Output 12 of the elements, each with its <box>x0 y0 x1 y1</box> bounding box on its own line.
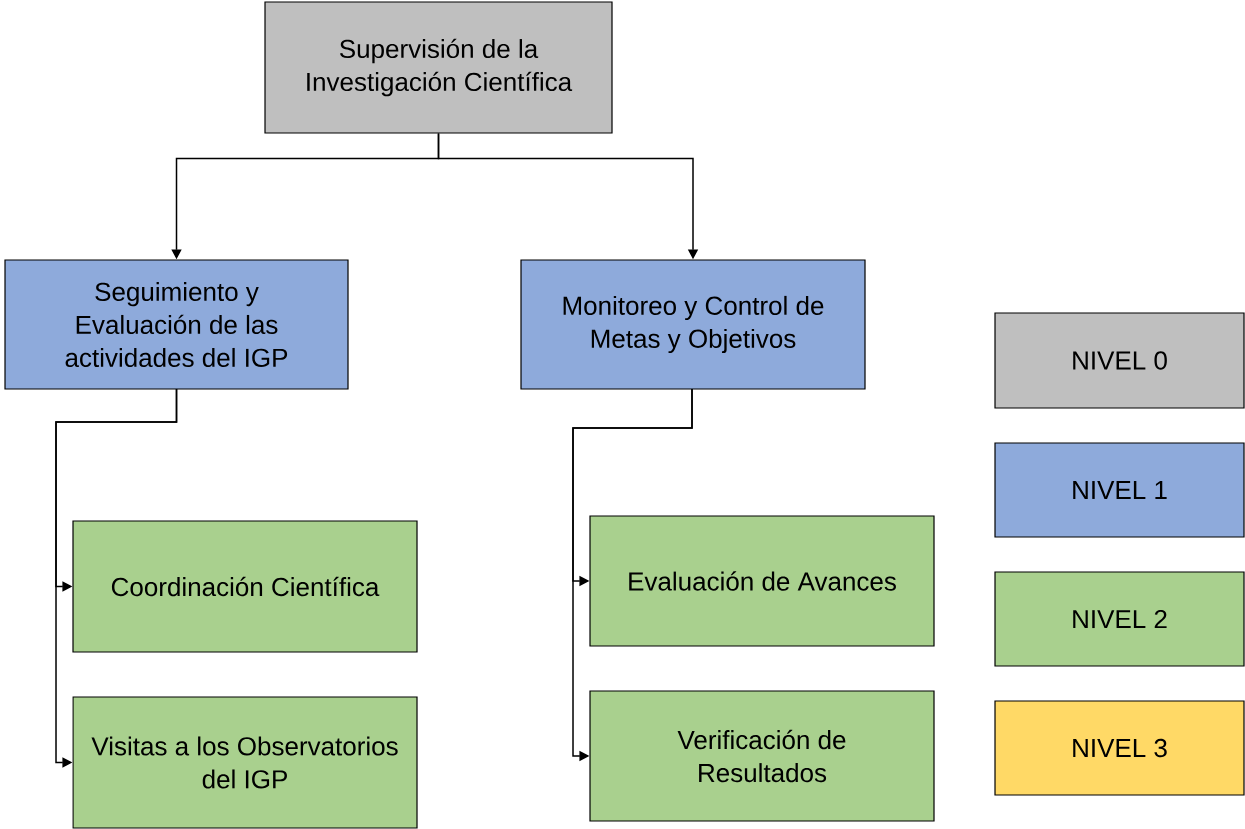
arrow <box>55 388 178 768</box>
process-box: Supervisión de la Investigación Científica <box>264 1 613 134</box>
process-box: Monitoreo y Control de Metas y Objetivos <box>520 259 866 390</box>
process-box: Seguimiento y Evaluación de las actividades del IGP <box>4 259 349 390</box>
process-box: Coordinación Científica <box>72 520 418 653</box>
legend-label: NIVEL 3 <box>1073 738 1167 758</box>
process-box: Verificación de Resultados <box>589 690 935 822</box>
legend-label: NIVEL 0 <box>1073 351 1167 370</box>
legend-label: NIVEL 1 <box>1073 481 1167 499</box>
process-box: Evaluación de Avances <box>589 515 935 647</box>
legend-label: NIVEL 2 <box>1073 609 1167 629</box>
process-box: Visitas a los Observatorios del IGP <box>72 696 418 829</box>
